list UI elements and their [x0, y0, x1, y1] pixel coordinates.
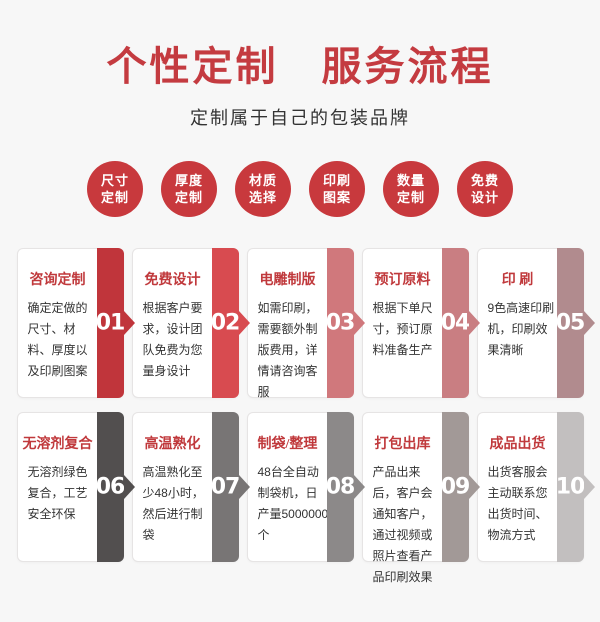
step-description: 无溶剂绿色复合，工艺安全环保 — [27, 465, 88, 521]
feature-badge-quantity: 数量 定制 — [383, 161, 439, 217]
step-description: 根据客户要求，设计团队免费为您量身设计 — [142, 301, 203, 378]
step-card-06: 无溶剂复合 无溶剂绿色复合，工艺安全环保 06 — [16, 412, 126, 562]
steps-row-2: 无溶剂复合 无溶剂绿色复合，工艺安全环保 06 高温熟化 高温熟化至少48小时，… — [0, 412, 600, 584]
step-number: 05 — [555, 310, 586, 336]
step-description: 如需印刷，需要额外制版费用，详情请咨询客服 — [257, 301, 318, 399]
step-number: 07 — [210, 474, 241, 500]
step-description: 根据下单尺寸，预订原料准备生产 — [372, 301, 433, 357]
step-title: 打包出库 — [374, 437, 431, 452]
step-description: 出货客服会主动联系您出货时间、物流方式 — [487, 465, 548, 542]
step-description: 确定定做的尺寸、材料、厚度以及印刷图案 — [27, 301, 88, 378]
step-title: 无溶剂复合 — [22, 437, 93, 452]
step-title: 咨询定制 — [29, 273, 86, 288]
feature-badge-material: 材质 选择 — [235, 161, 291, 217]
feature-badge-print-pattern: 印刷 图案 — [309, 161, 365, 217]
step-title: 成品出货 — [489, 437, 546, 452]
step-title: 制袋/整理 — [257, 437, 318, 452]
step-number-arrow-icon: 01 — [95, 248, 126, 398]
step-title: 高温熟化 — [144, 437, 201, 452]
feature-badge-size: 尺寸 定制 — [87, 161, 143, 217]
step-title: 电雕制版 — [259, 273, 316, 288]
step-number-arrow-icon: 08 — [325, 412, 356, 562]
step-number: 01 — [95, 310, 126, 336]
step-title: 印 刷 — [501, 273, 534, 288]
steps-row-1: 咨询定制 确定定做的尺寸、材料、厚度以及印刷图案 01 免费设计 根据客户要求，… — [0, 248, 600, 399]
step-number-arrow-icon: 02 — [210, 248, 241, 398]
feature-badge-thickness: 厚度 定制 — [161, 161, 217, 217]
step-description: 高温熟化至少48小时，然后进行制袋 — [142, 465, 204, 542]
step-number-arrow-icon: 04 — [440, 248, 471, 398]
feature-badges-row: 尺寸 定制 厚度 定制 材质 选择 印刷 图案 数量 定制 免费 设计 — [0, 161, 600, 217]
step-card-01: 咨询定制 确定定做的尺寸、材料、厚度以及印刷图案 01 — [16, 248, 126, 398]
step-number-arrow-icon: 03 — [325, 248, 356, 398]
step-number-arrow-icon: 10 — [555, 412, 586, 562]
step-description: 9色高速印刷机，印刷效果清晰 — [487, 301, 555, 357]
step-number: 03 — [325, 310, 356, 336]
step-number: 02 — [210, 310, 241, 336]
step-title: 预订原料 — [374, 273, 431, 288]
step-card-02: 免费设计 根据客户要求，设计团队免费为您量身设计 02 — [131, 248, 241, 398]
step-number-arrow-icon: 06 — [95, 412, 126, 562]
step-description: 产品出来后，客户会通知客户，通过视频或照片查看产品印刷效果 — [372, 465, 433, 584]
step-title: 免费设计 — [144, 273, 201, 288]
page-subtitle: 定制属于自己的包装品牌 — [190, 108, 410, 128]
step-number: 08 — [325, 474, 356, 500]
step-card-07: 高温熟化 高温熟化至少48小时，然后进行制袋 07 — [131, 412, 241, 562]
step-number: 09 — [440, 474, 471, 500]
step-number-arrow-icon: 05 — [555, 248, 586, 398]
step-card-04: 预订原料 根据下单尺寸，预订原料准备生产 04 — [361, 248, 471, 398]
page-title: 个性定制 服务流程 — [106, 44, 494, 89]
step-number-arrow-icon: 07 — [210, 412, 241, 562]
step-card-08: 制袋/整理 48台全自动制袋机，日产量5000000个 08 — [246, 412, 356, 562]
step-number: 10 — [555, 474, 586, 500]
feature-badge-free-design: 免费 设计 — [457, 161, 513, 217]
step-card-03: 电雕制版 如需印刷，需要额外制版费用，详情请咨询客服 03 — [246, 248, 356, 399]
step-card-10: 成品出货 出货客服会主动联系您出货时间、物流方式 10 — [476, 412, 586, 562]
step-card-09: 打包出库 产品出来后，客户会通知客户，通过视频或照片查看产品印刷效果 09 — [361, 412, 471, 584]
step-number: 06 — [95, 474, 126, 500]
step-number: 04 — [440, 310, 471, 336]
step-description: 48台全自动制袋机，日产量5000000个 — [257, 465, 329, 542]
step-number-arrow-icon: 09 — [440, 412, 471, 562]
step-card-05: 印 刷 9色高速印刷机，印刷效果清晰 05 — [476, 248, 586, 398]
